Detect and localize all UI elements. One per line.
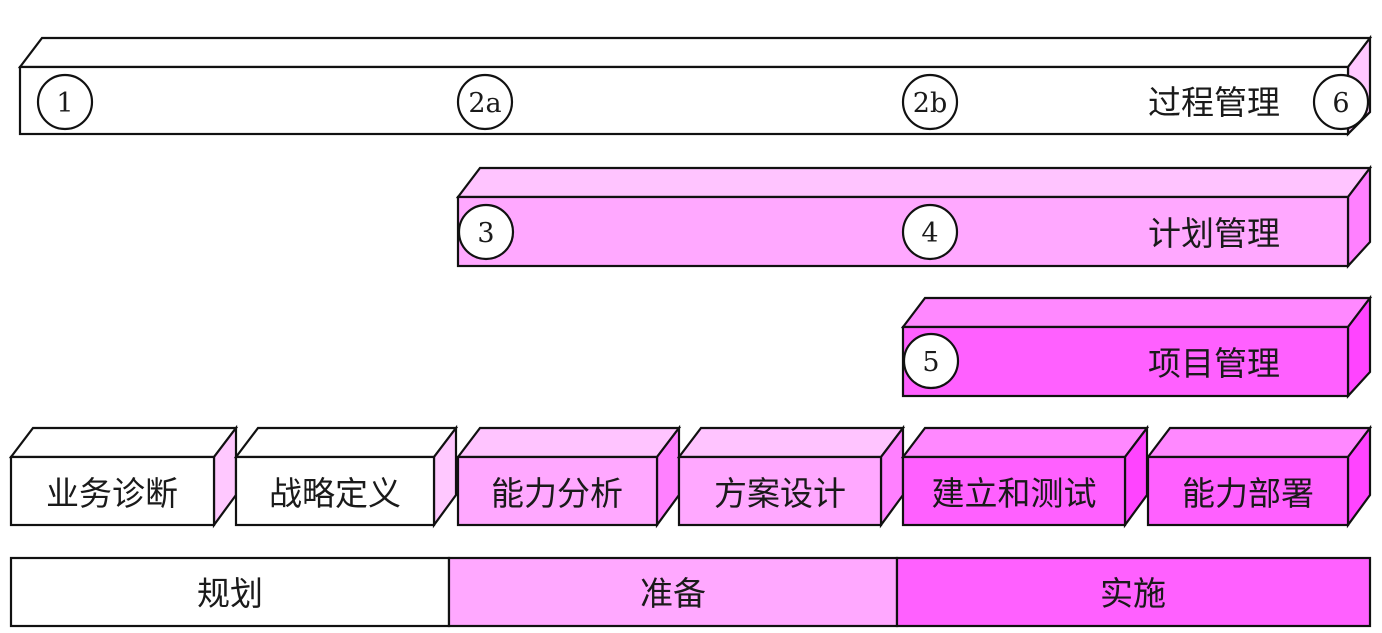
project-bar-top (900, 296, 1373, 329)
svg-text:业务诊断: 业务诊断 (46, 474, 178, 513)
svg-text:6: 6 (1332, 88, 1349, 119)
project-management-bar: 项目管理 5 (900, 294, 1373, 399)
marker-5: 5 (902, 332, 960, 390)
marker-2a: 2a (456, 73, 514, 131)
svg-text:方案设计: 方案设计 (714, 474, 846, 513)
svg-text:2b: 2b (913, 88, 947, 119)
phase-planning: 规划 (9, 556, 451, 628)
svg-text:5: 5 (922, 347, 939, 378)
marker-1: 1 (36, 73, 94, 131)
project-bar-label: 项目管理 (1148, 344, 1280, 383)
activity-business-diagnosis: 业务诊断 (8, 424, 239, 529)
svg-text:2a: 2a (468, 88, 501, 119)
marker-6: 6 (1312, 73, 1370, 131)
process-bar-front (18, 65, 1350, 136)
phase-implementation: 实施 (895, 556, 1372, 628)
marker-3: 3 (457, 203, 515, 261)
svg-text:能力部署: 能力部署 (1182, 474, 1314, 513)
svg-text:3: 3 (477, 218, 494, 249)
plan-management-bar: 计划管理 3 4 (455, 164, 1373, 269)
plan-bar-label: 计划管理 (1148, 214, 1280, 253)
phase-bar: 规划 准备 实施 (9, 556, 1372, 628)
activity-boxes: 业务诊断 战略定义 能力分析 方案设计 建立和测试 (8, 424, 1373, 529)
process-management-bar: 过程管理 1 2a 2b 6 (17, 34, 1373, 137)
svg-text:实施: 实施 (1100, 574, 1166, 613)
process-bar-label: 过程管理 (1148, 83, 1280, 122)
svg-text:1: 1 (56, 88, 73, 119)
svg-text:建立和测试: 建立和测试 (932, 474, 1097, 513)
svg-text:战略定义: 战略定义 (269, 474, 401, 513)
marker-2b: 2b (901, 73, 959, 131)
activity-solution-design: 方案设计 (676, 424, 906, 529)
project-bar-front (901, 325, 1350, 398)
activity-capability-deployment: 能力部署 (1145, 424, 1373, 529)
plan-bar-top (455, 166, 1373, 199)
svg-text:规划: 规划 (197, 574, 263, 613)
marker-4: 4 (901, 203, 959, 261)
svg-text:4: 4 (921, 218, 938, 249)
svg-text:准备: 准备 (640, 574, 706, 613)
svg-text:能力分析: 能力分析 (491, 474, 623, 513)
activity-strategy-definition: 战略定义 (233, 424, 459, 529)
process-bar-top (17, 36, 1373, 69)
phase-preparation: 准备 (447, 556, 899, 628)
activity-build-and-test: 建立和测试 (900, 424, 1150, 529)
activity-capability-analysis: 能力分析 (455, 424, 682, 529)
